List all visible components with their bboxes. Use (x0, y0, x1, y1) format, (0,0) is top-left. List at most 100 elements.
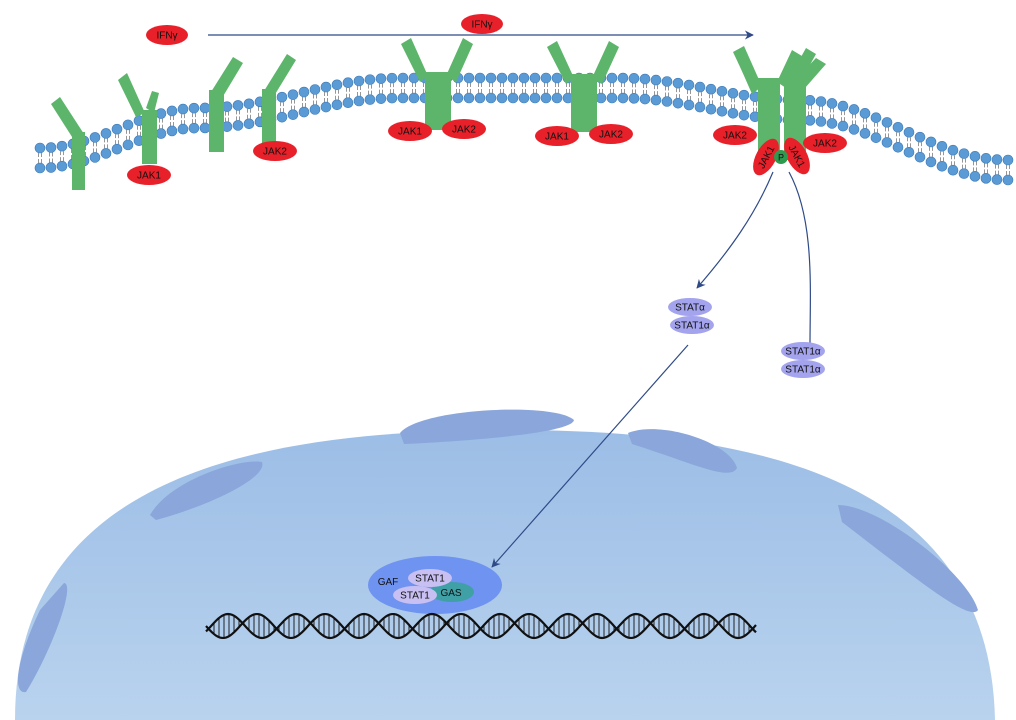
gas-label: GAS (440, 588, 461, 599)
lipid-tails (192, 113, 196, 124)
lipid-head (309, 84, 321, 95)
lipid-head (991, 154, 1003, 165)
jak-label: JAK1 (137, 171, 161, 182)
lipid-head (958, 168, 970, 179)
lipid-head (353, 95, 365, 107)
lipid-head (980, 173, 992, 184)
dna-double-helix (205, 612, 757, 640)
stat-dimer-b: STAT1α STAT1α (781, 342, 825, 378)
jak-kinase-2: JAK2 (253, 141, 297, 161)
lipid-head (837, 100, 849, 112)
lipid-head (100, 128, 112, 139)
lipid-tails (632, 83, 636, 94)
stat-recruitment-arrow (696, 171, 774, 289)
lipid-head (111, 123, 123, 135)
lipid-tails (280, 102, 284, 113)
receptor-dimer-1 (401, 38, 473, 130)
lipid-head (529, 92, 541, 104)
lipid-head (826, 118, 838, 129)
lipid-head (892, 141, 904, 153)
gaf-label: GAF (378, 577, 399, 588)
lipid-tails (566, 83, 570, 93)
lipid-head (320, 81, 332, 93)
lipid-head (342, 97, 354, 109)
jak-label: JAK2 (263, 147, 287, 158)
lipid-head (320, 101, 332, 113)
lipid-head (518, 92, 530, 104)
lipid-tails (159, 118, 163, 129)
lipid-tails (467, 83, 471, 93)
lipid-head (243, 98, 255, 110)
jak-kinase-1: JAK1 (127, 165, 171, 185)
jak-label: JAK1 (398, 127, 422, 138)
lipid-head (397, 92, 409, 104)
lipid-head (188, 102, 200, 114)
lipid-head (34, 162, 46, 174)
lipid-head (738, 89, 750, 101)
lipid-head (111, 143, 123, 155)
lipid-head (474, 72, 486, 84)
phosphate-label: P (778, 153, 784, 163)
lipid-head (100, 148, 112, 159)
lipid-tails (676, 88, 680, 99)
lipid-head (914, 131, 926, 143)
stat-release-line (788, 171, 811, 346)
cell-membrane (34, 72, 1014, 186)
lipid-tails (544, 83, 548, 93)
lipid-tails (412, 83, 416, 93)
lipid-head (903, 146, 915, 158)
lipid-head (298, 86, 310, 98)
lipid-head (122, 119, 134, 131)
lipid-head (661, 96, 673, 107)
lipid-tails (258, 106, 262, 117)
receptor-single-2 (118, 73, 159, 164)
lipid-head (1002, 154, 1014, 166)
lipid-head (958, 148, 970, 159)
lipid-head (683, 79, 695, 91)
lipid-head (716, 85, 728, 97)
lipid-tails (654, 85, 658, 96)
lipid-head (848, 104, 860, 115)
lipid-head (551, 72, 563, 84)
lipid-tails (313, 94, 317, 105)
lipid-head (551, 92, 563, 104)
ifn-gamma-ligand-1: IFNγ (146, 25, 188, 45)
lipid-head (45, 142, 57, 153)
lipid-head (694, 81, 706, 93)
phosphate-group: P (774, 150, 788, 164)
lipid-tails (720, 96, 724, 107)
lipid-tails (390, 83, 394, 94)
lipid-head (881, 137, 893, 148)
lipid-head (969, 151, 981, 162)
ifn-gamma-ligand-2: IFNγ (461, 14, 503, 34)
lipid-head (859, 108, 871, 119)
lipid-head (166, 105, 178, 117)
lipid-tails (874, 122, 878, 133)
lipid-head (628, 73, 640, 84)
lipid-head (815, 96, 827, 107)
lipid-head (540, 72, 552, 84)
lipid-head (804, 95, 816, 106)
lipid-tails (709, 94, 713, 105)
dna-strand (205, 612, 757, 640)
lipid-head (617, 92, 629, 104)
lipid-head (672, 77, 684, 89)
jak-kinase-3: JAK1 (388, 121, 432, 141)
lipid-head (936, 160, 948, 172)
lipid-tails (643, 84, 647, 95)
jak-kinase-7: JAK2 (713, 125, 757, 145)
lipid-tails (500, 83, 504, 93)
lipid-head (177, 103, 189, 115)
lipid-head (331, 79, 343, 91)
lipid-head (276, 91, 288, 103)
lipid-tails (357, 86, 361, 97)
lipid-head (529, 72, 541, 84)
lipid-tails (599, 83, 603, 93)
lipid-tails (203, 112, 207, 123)
lipid-head (925, 156, 937, 168)
lipid-head (705, 83, 717, 95)
lipid-head (727, 87, 739, 99)
stat-label: STAT1α (674, 321, 710, 332)
lipid-head (166, 125, 178, 137)
nuclear-pore (17, 583, 68, 693)
